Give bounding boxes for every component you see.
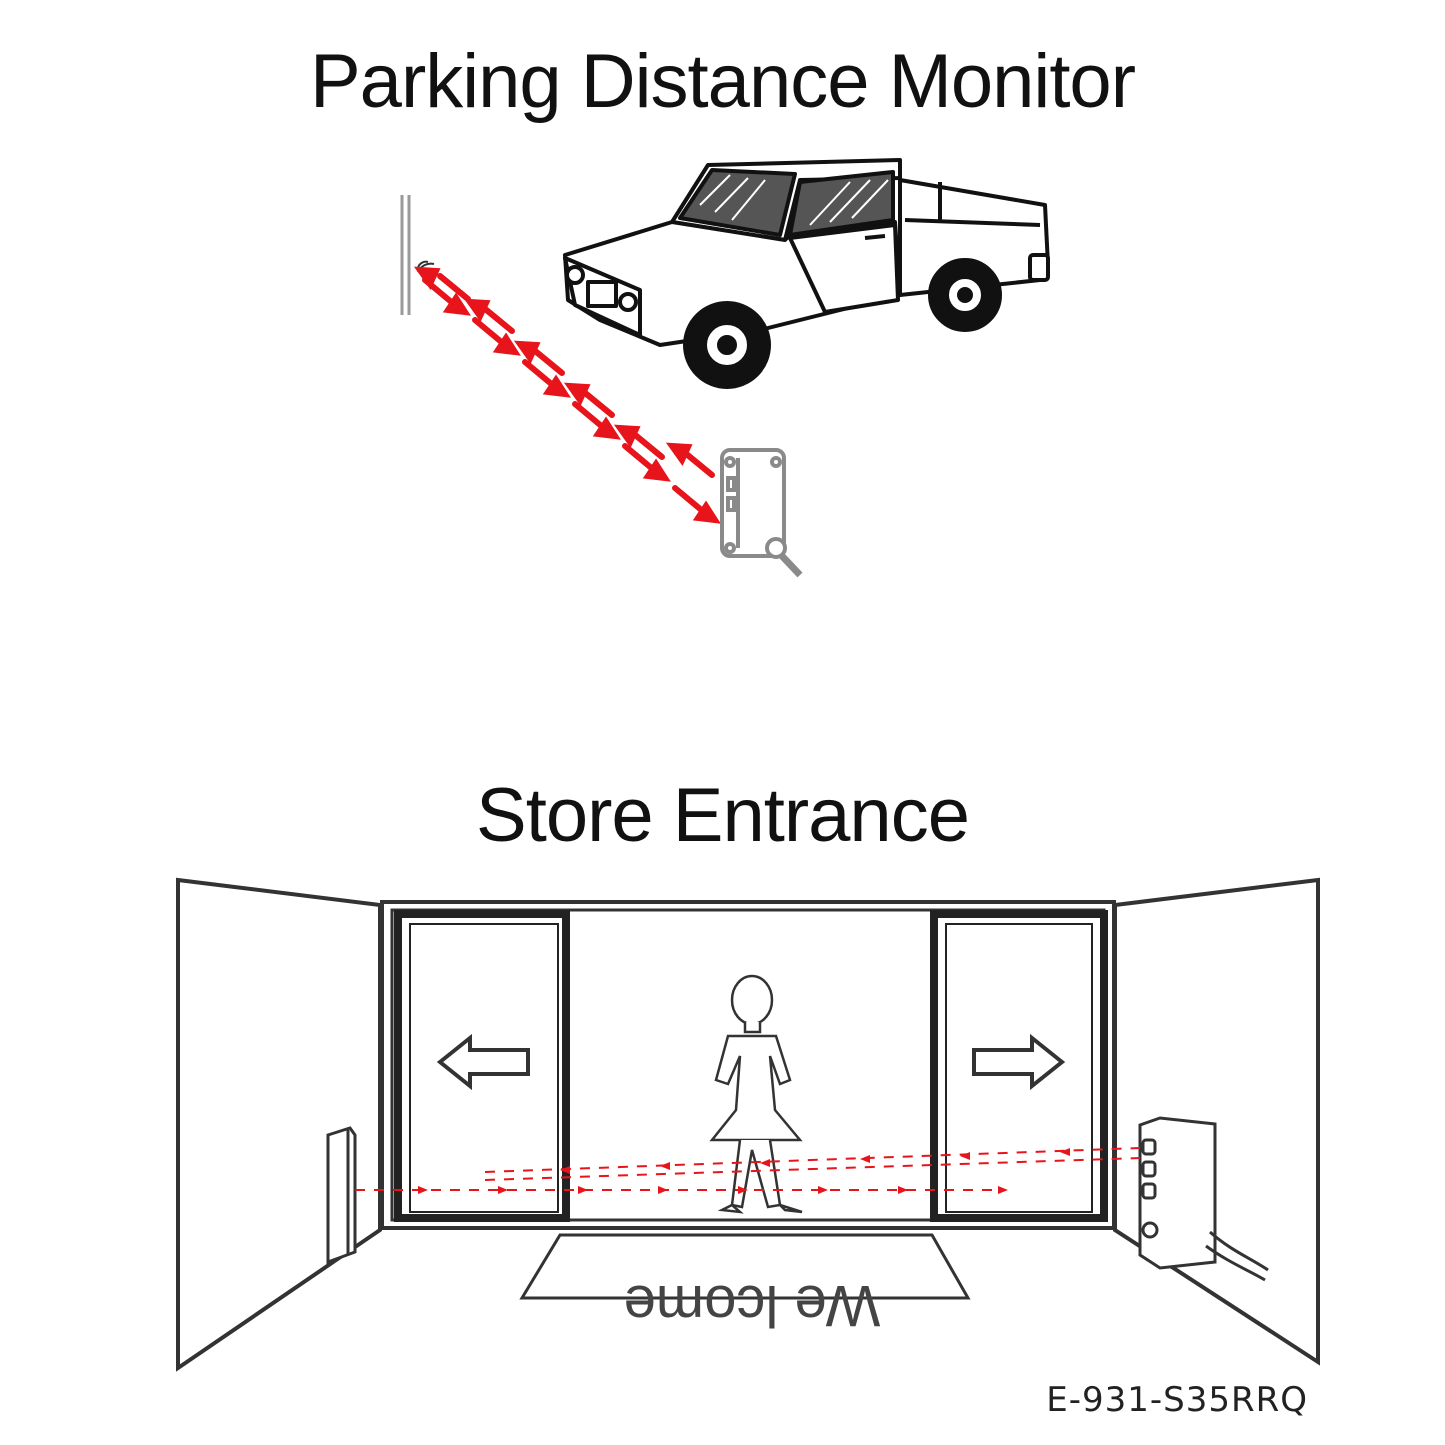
welcome-mat-text: We lcome: [624, 1273, 881, 1338]
store-beam: [355, 1147, 1141, 1191]
reflector-icon: [326, 1126, 357, 1265]
sensor-icon: [1138, 1116, 1269, 1282]
person-icon: [709, 974, 803, 1214]
left-door: [394, 910, 570, 1222]
right-door: [930, 910, 1108, 1222]
store-title: Store Entrance: [476, 773, 970, 858]
parking-beam: [413, 266, 721, 524]
parking-title: Parking Distance Monitor: [309, 39, 1136, 124]
sensor-icon: [720, 448, 803, 578]
store-beam-arrowheads: [418, 1148, 1070, 1194]
model-code: E-931-S35RRQ: [1046, 1380, 1308, 1420]
store-room: [176, 877, 1320, 1372]
parking-scene: [400, 158, 1050, 578]
truck-icon: [563, 158, 1050, 389]
left-arrow-icon: [436, 1033, 530, 1091]
right-arrow-icon: [972, 1033, 1066, 1091]
welcome-mat: We lcome: [519, 1233, 971, 1338]
